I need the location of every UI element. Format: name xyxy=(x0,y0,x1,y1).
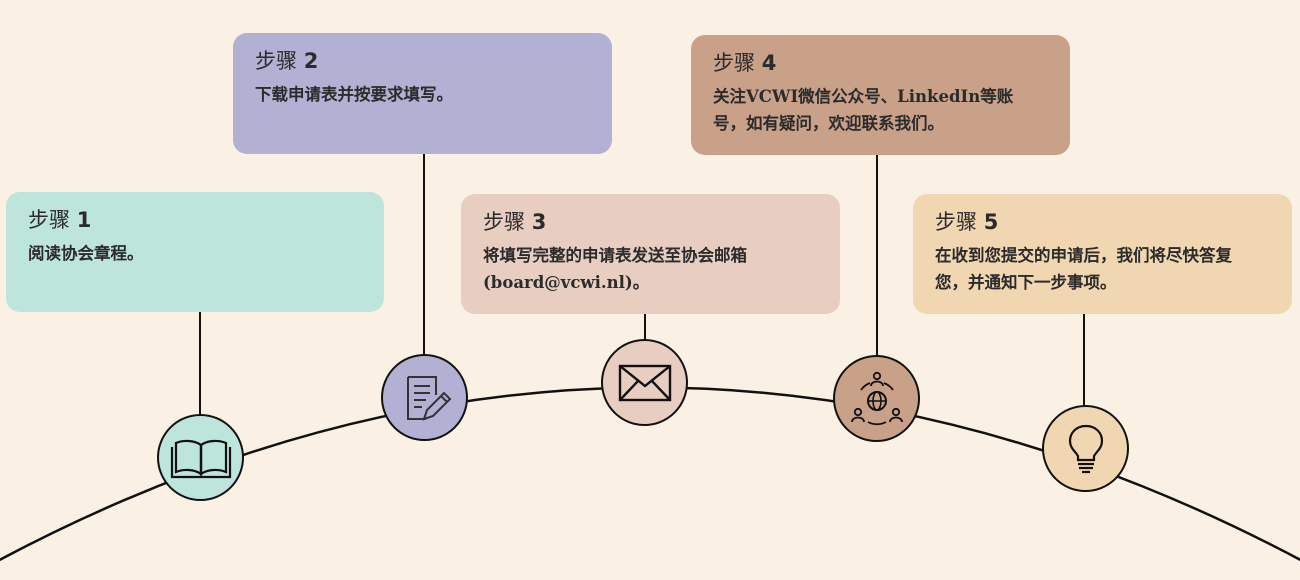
step-5-marker xyxy=(1042,405,1129,492)
step-title: 步骤 3 xyxy=(483,210,547,234)
step-4-marker xyxy=(833,355,920,442)
step-description: 将填写完整的申请表发送至协会邮箱(board@vcwi.nl)。 xyxy=(483,246,747,292)
envelope-icon xyxy=(618,364,671,401)
step-card-4: 步骤 4 关注VCWI微信公众号、LinkedIn等账号，如有疑问，欢迎联系我们… xyxy=(691,35,1070,155)
step-description: 下载申请表并按要求填写。 xyxy=(255,85,453,105)
form-pen-icon xyxy=(406,375,451,421)
step-title: 步骤 2 xyxy=(255,49,319,73)
step-description: 关注VCWI微信公众号、LinkedIn等账号，如有疑问，欢迎联系我们。 xyxy=(713,87,1014,133)
lightbulb-icon xyxy=(1068,424,1103,473)
step-3-marker xyxy=(601,339,688,426)
step-card-3: 步骤 3 将填写完整的申请表发送至协会邮箱(board@vcwi.nl)。 xyxy=(461,194,840,314)
step-title: 步骤 4 xyxy=(713,51,777,75)
step-2-marker xyxy=(381,354,468,441)
step-card-1: 步骤 1 阅读协会章程。 xyxy=(6,192,384,312)
step-1-marker xyxy=(157,414,244,501)
book-icon xyxy=(170,439,231,478)
step-card-5: 步骤 5 在收到您提交的申请后，我们将尽快答复您，并通知下一步事项。 xyxy=(913,194,1292,314)
step-card-2: 步骤 2 下载申请表并按要求填写。 xyxy=(233,33,612,154)
step-description: 阅读协会章程。 xyxy=(28,244,144,264)
step-description: 在收到您提交的申请后，我们将尽快答复您，并通知下一步事项。 xyxy=(935,246,1232,292)
step-title: 步骤 1 xyxy=(28,208,92,232)
network-globe-icon xyxy=(850,371,903,425)
step-title: 步骤 5 xyxy=(935,210,999,234)
